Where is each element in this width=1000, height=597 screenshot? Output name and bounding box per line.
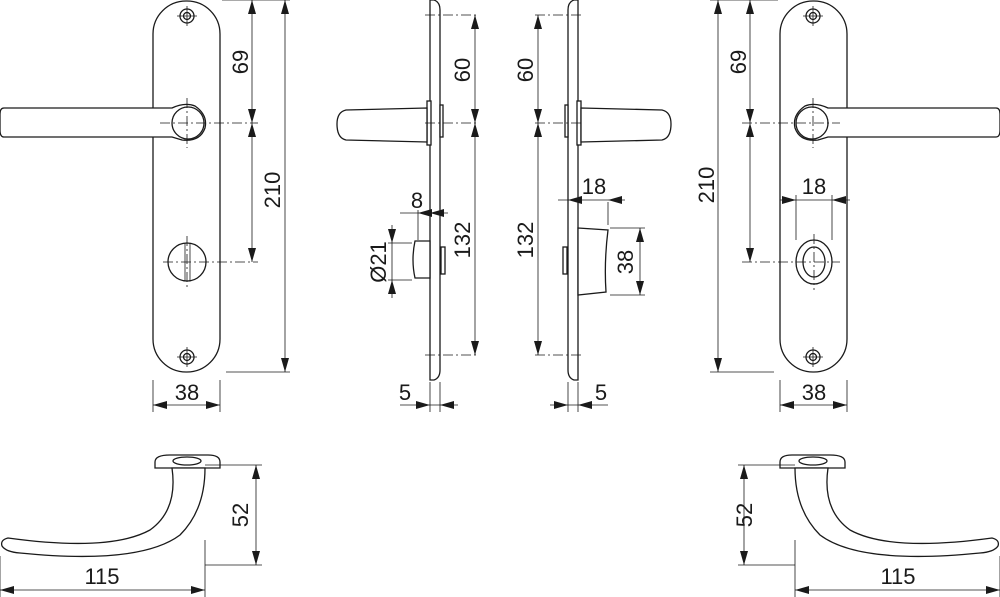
lever-handle: [793, 103, 1000, 141]
dim-diameter-21: Ø21: [366, 241, 391, 283]
front-view-left: [0, 0, 290, 412]
thumb-turn-side: [577, 227, 609, 296]
dim-132-left: 132: [450, 222, 475, 259]
backplate-side: [429, 0, 441, 381]
side-view-left: [336, 0, 479, 412]
dim-132-right: 132: [513, 222, 538, 259]
dim-52-left: 52: [228, 503, 253, 527]
dim-38-left: 38: [175, 380, 199, 405]
dim-60-right: 60: [513, 58, 538, 82]
dim-5-left: 5: [399, 380, 411, 405]
dim-69-left: 69: [228, 50, 253, 74]
backplate: [779, 0, 848, 373]
dim-60-left: 60: [450, 58, 475, 82]
dim-18-front: 18: [802, 174, 826, 199]
side-view-right: [534, 0, 672, 412]
dim-5-right: 5: [595, 380, 607, 405]
backplate: [152, 0, 221, 373]
dim-115-right: 115: [880, 564, 915, 589]
lever-side: [336, 107, 428, 143]
knob-side: [412, 240, 431, 279]
dim-210-right: 210: [694, 167, 719, 204]
dim-8: 8: [411, 188, 423, 213]
lever-top: [0, 467, 206, 558]
lever-side: [580, 107, 672, 143]
dim-210-left: 210: [260, 172, 285, 209]
backplate-side: [567, 0, 579, 381]
top-view-left: [0, 454, 262, 597]
dim-115-left: 115: [84, 564, 119, 589]
dim-38-turn: 38: [613, 250, 638, 274]
top-view-right: [738, 454, 1000, 597]
dim-52-right: 52: [732, 503, 757, 527]
rose: [154, 454, 221, 469]
lever-handle: [0, 103, 207, 141]
lever-top: [794, 467, 1000, 558]
dim-69-right: 69: [726, 50, 751, 74]
front-view-right: [710, 0, 1000, 412]
dim-18-side: 18: [582, 174, 606, 199]
rose: [779, 454, 846, 469]
dim-38-right: 38: [802, 380, 826, 405]
